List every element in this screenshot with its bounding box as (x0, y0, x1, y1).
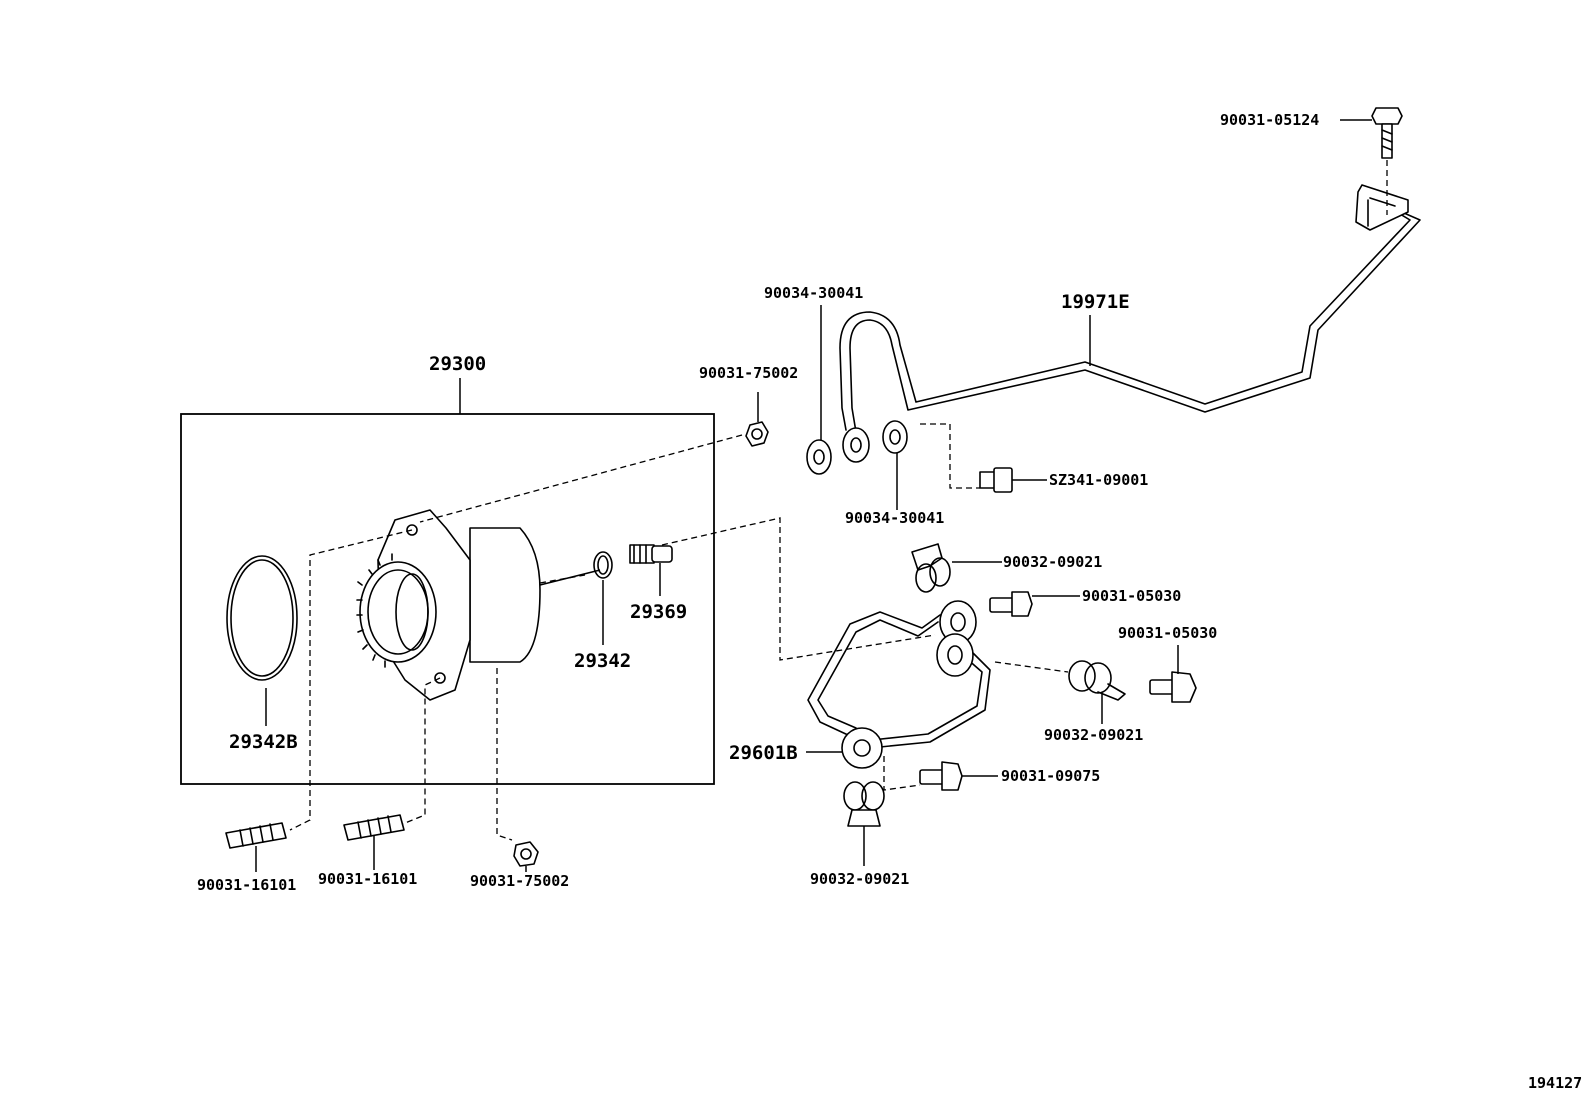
label-90031-16101-b: 90031-16101 (318, 870, 417, 888)
label-90032-09021-c: 90032-09021 (810, 870, 909, 888)
clamp-90032-09021-a (911, 543, 951, 593)
label-90032-09021-b: 90032-09021 (1044, 726, 1143, 744)
label-90031-16101-a: 90031-16101 (197, 876, 296, 894)
label-90034-30041-top: 90034-30041 (764, 284, 863, 302)
label-90034-30041-bot: 90034-30041 (845, 509, 944, 527)
washer-29342 (593, 551, 613, 579)
label-29300: 29300 (429, 353, 486, 375)
union-bolt-SZ341-09001 (979, 467, 1013, 493)
label-29601B: 29601B (729, 742, 798, 764)
label-90031-75002-bottom: 90031-75002 (470, 872, 569, 890)
bolt-90031-05030-b (1149, 671, 1197, 703)
bolt-90031-05030-a (989, 591, 1033, 617)
clamp-90032-09021-c (843, 781, 885, 827)
gasket-90034-30041-b (882, 420, 908, 454)
bolt-90031-05124 (1371, 107, 1403, 159)
label-29342B: 29342B (229, 731, 298, 753)
o-ring-29342B (226, 555, 298, 681)
guide-line-lower (399, 668, 513, 841)
guide-line-upper (289, 434, 743, 831)
label-90031-05030-b: 90031-05030 (1118, 624, 1217, 642)
label-29342: 29342 (574, 650, 631, 672)
guide-line-clamp-b (994, 661, 1069, 673)
stud-90031-16101-b (343, 814, 405, 841)
gasket-90034-30041-a (806, 439, 832, 475)
diagram-id: 194127 (1528, 1074, 1582, 1092)
guide-line-middle (539, 517, 936, 661)
clamp-90032-09021-b (1068, 660, 1126, 701)
label-90031-09075: 90031-09075 (1001, 767, 1100, 785)
label-90031-05030-a: 90031-05030 (1082, 587, 1181, 605)
nut-90031-75002-top (745, 421, 769, 447)
guide-line-09075 (883, 756, 921, 791)
assembly-box-29300 (180, 413, 715, 785)
vacuum-pump-illustration (356, 509, 601, 701)
label-29369: 29369 (630, 601, 687, 623)
label-90031-75002-top: 90031-75002 (699, 364, 798, 382)
label-SZ341-09001: SZ341-09001 (1049, 471, 1148, 489)
pipe-29601B (807, 600, 991, 769)
stud-90031-16101-a (225, 822, 287, 849)
pipe-19971E (839, 184, 1421, 463)
check-valve-29369 (629, 544, 673, 564)
label-90031-05124: 90031-05124 (1220, 111, 1319, 129)
nut-90031-75002-bottom (513, 841, 539, 867)
label-19971E: 19971E (1061, 291, 1130, 313)
union-bolt-90031-09075 (919, 761, 963, 791)
label-90032-09021-a: 90032-09021 (1003, 553, 1102, 571)
guide-line-SZ341 (920, 423, 980, 489)
